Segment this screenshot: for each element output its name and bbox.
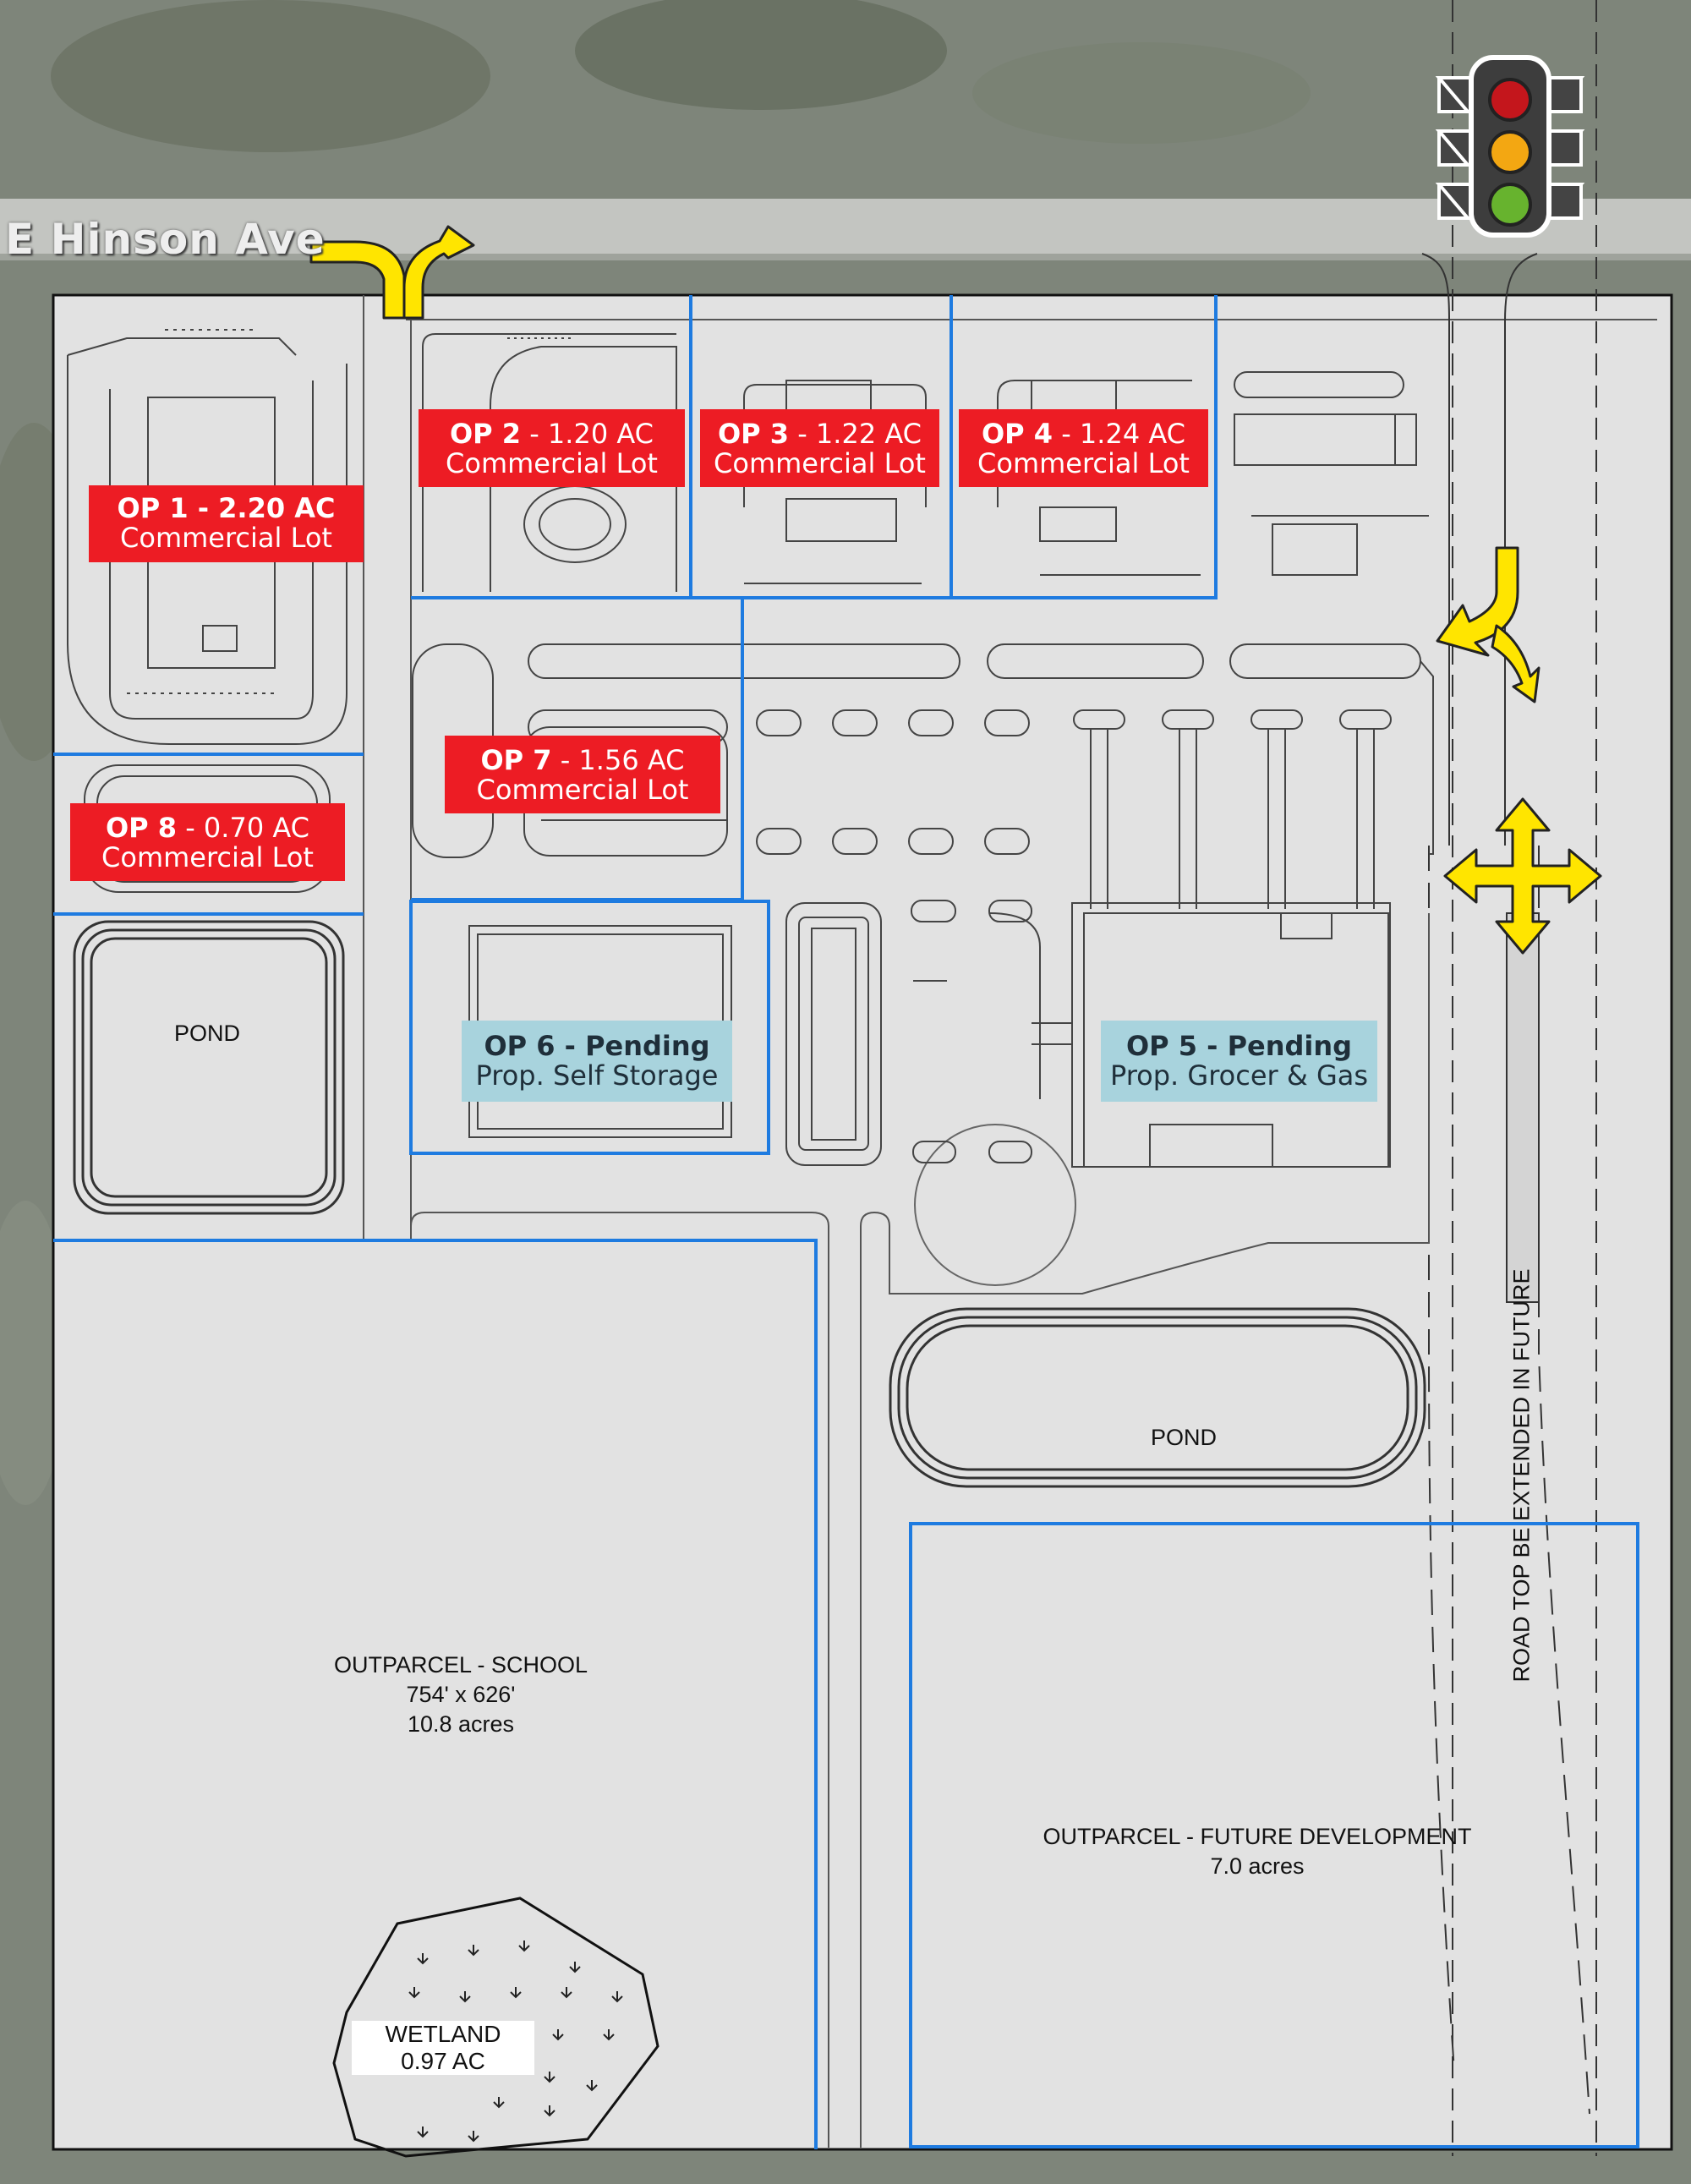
outparcel-future-title: OUTPARCEL - FUTURE DEVELOPMENT bbox=[1043, 1824, 1472, 1849]
parcel-boundaries bbox=[53, 295, 1639, 2149]
outparcel-school-title: OUTPARCEL - SCHOOL bbox=[333, 1652, 588, 1678]
op1-site-plan bbox=[67, 329, 348, 745]
wetland-label: WETLAND 0.97 AC bbox=[352, 2021, 534, 2075]
wetland-title: WETLAND bbox=[385, 2021, 501, 2047]
site-boundary bbox=[52, 293, 1673, 2151]
op4-id: OP 4 bbox=[981, 418, 1053, 450]
outparcel-future-label[interactable]: OUTPARCEL - FUTURE DEVELOPMENT 7.0 acres bbox=[1004, 1822, 1511, 1881]
northeast-site-plan bbox=[1234, 371, 1429, 576]
op4-label[interactable]: OP 4 - 1.24 AC Commercial Lot bbox=[959, 409, 1208, 487]
pond-west bbox=[73, 920, 345, 1215]
op3-size: - 1.22 AC bbox=[789, 418, 922, 450]
op5-title: OP 5 - Pending bbox=[1125, 1030, 1353, 1062]
op2-id: OP 2 bbox=[449, 418, 522, 450]
op3-label[interactable]: OP 3 - 1.22 AC Commercial Lot bbox=[700, 409, 939, 487]
left-in-arrow-icon bbox=[1436, 546, 1541, 703]
op7-size: - 1.56 AC bbox=[551, 744, 685, 776]
op5-building bbox=[1032, 902, 1391, 1168]
op5-label[interactable]: OP 5 - Pending Prop. Grocer & Gas bbox=[1101, 1021, 1377, 1102]
outparcel-school-label[interactable]: OUTPARCEL - SCHOOL 754' x 626' 10.8 acre… bbox=[292, 1650, 630, 1739]
op1-label[interactable]: OP 1 - 2.20 AC Commercial Lot bbox=[89, 485, 364, 562]
op2-label[interactable]: OP 2 - 1.20 AC Commercial Lot bbox=[419, 409, 685, 487]
op8-label[interactable]: OP 8 - 0.70 AC Commercial Lot bbox=[70, 803, 345, 881]
op7-label[interactable]: OP 7 - 1.56 AC Commercial Lot bbox=[445, 736, 720, 813]
op4-size: - 1.24 AC bbox=[1053, 418, 1186, 450]
street-label: E Hinson Ave bbox=[5, 215, 326, 264]
traffic-light-icon bbox=[1435, 55, 1585, 238]
op1-title: OP 1 - 2.20 AC bbox=[117, 492, 336, 524]
pond-east bbox=[889, 1307, 1426, 1488]
outparcel-school-acres: 10.8 acres bbox=[407, 1711, 515, 1738]
op3-id: OP 3 bbox=[717, 418, 790, 450]
op8-id: OP 8 bbox=[105, 812, 178, 844]
wetland-size: 0.97 AC bbox=[401, 2048, 485, 2075]
right-in-right-out-arrow-icon bbox=[309, 225, 475, 320]
op6-label[interactable]: OP 6 - Pending Prop. Self Storage bbox=[462, 1021, 732, 1102]
op4-site-plan bbox=[997, 380, 1201, 576]
op8-size: - 0.70 AC bbox=[177, 812, 310, 844]
op3-subtitle: Commercial Lot bbox=[714, 446, 926, 479]
full-access-arrow-icon bbox=[1443, 797, 1602, 955]
op4-subtitle: Commercial Lot bbox=[977, 446, 1190, 479]
op6-title: OP 6 - Pending bbox=[484, 1030, 710, 1062]
pond-east-label: POND bbox=[1150, 1425, 1217, 1450]
op8-subtitle: Commercial Lot bbox=[101, 840, 314, 873]
access-road-east bbox=[1421, 0, 1597, 2156]
road-extension-note: ROAD TOP BE EXTENDED IN FUTURE bbox=[1508, 1268, 1535, 1683]
op2-size: - 1.20 AC bbox=[521, 418, 654, 450]
outparcel-school-dimensions: 754' x 626' bbox=[406, 1682, 516, 1708]
pond-west-label: POND bbox=[173, 1021, 240, 1046]
op3-site-plan bbox=[743, 380, 927, 584]
op5-subtitle: Prop. Grocer & Gas bbox=[1109, 1059, 1369, 1092]
op1-subtitle: Commercial Lot bbox=[120, 521, 332, 554]
op7-id: OP 7 bbox=[480, 744, 552, 776]
outparcel-future-acres: 7.0 acres bbox=[1210, 1853, 1305, 1880]
op7-subtitle: Commercial Lot bbox=[476, 773, 689, 806]
op2-subtitle: Commercial Lot bbox=[446, 446, 658, 479]
op6-subtitle: Prop. Self Storage bbox=[475, 1059, 719, 1092]
